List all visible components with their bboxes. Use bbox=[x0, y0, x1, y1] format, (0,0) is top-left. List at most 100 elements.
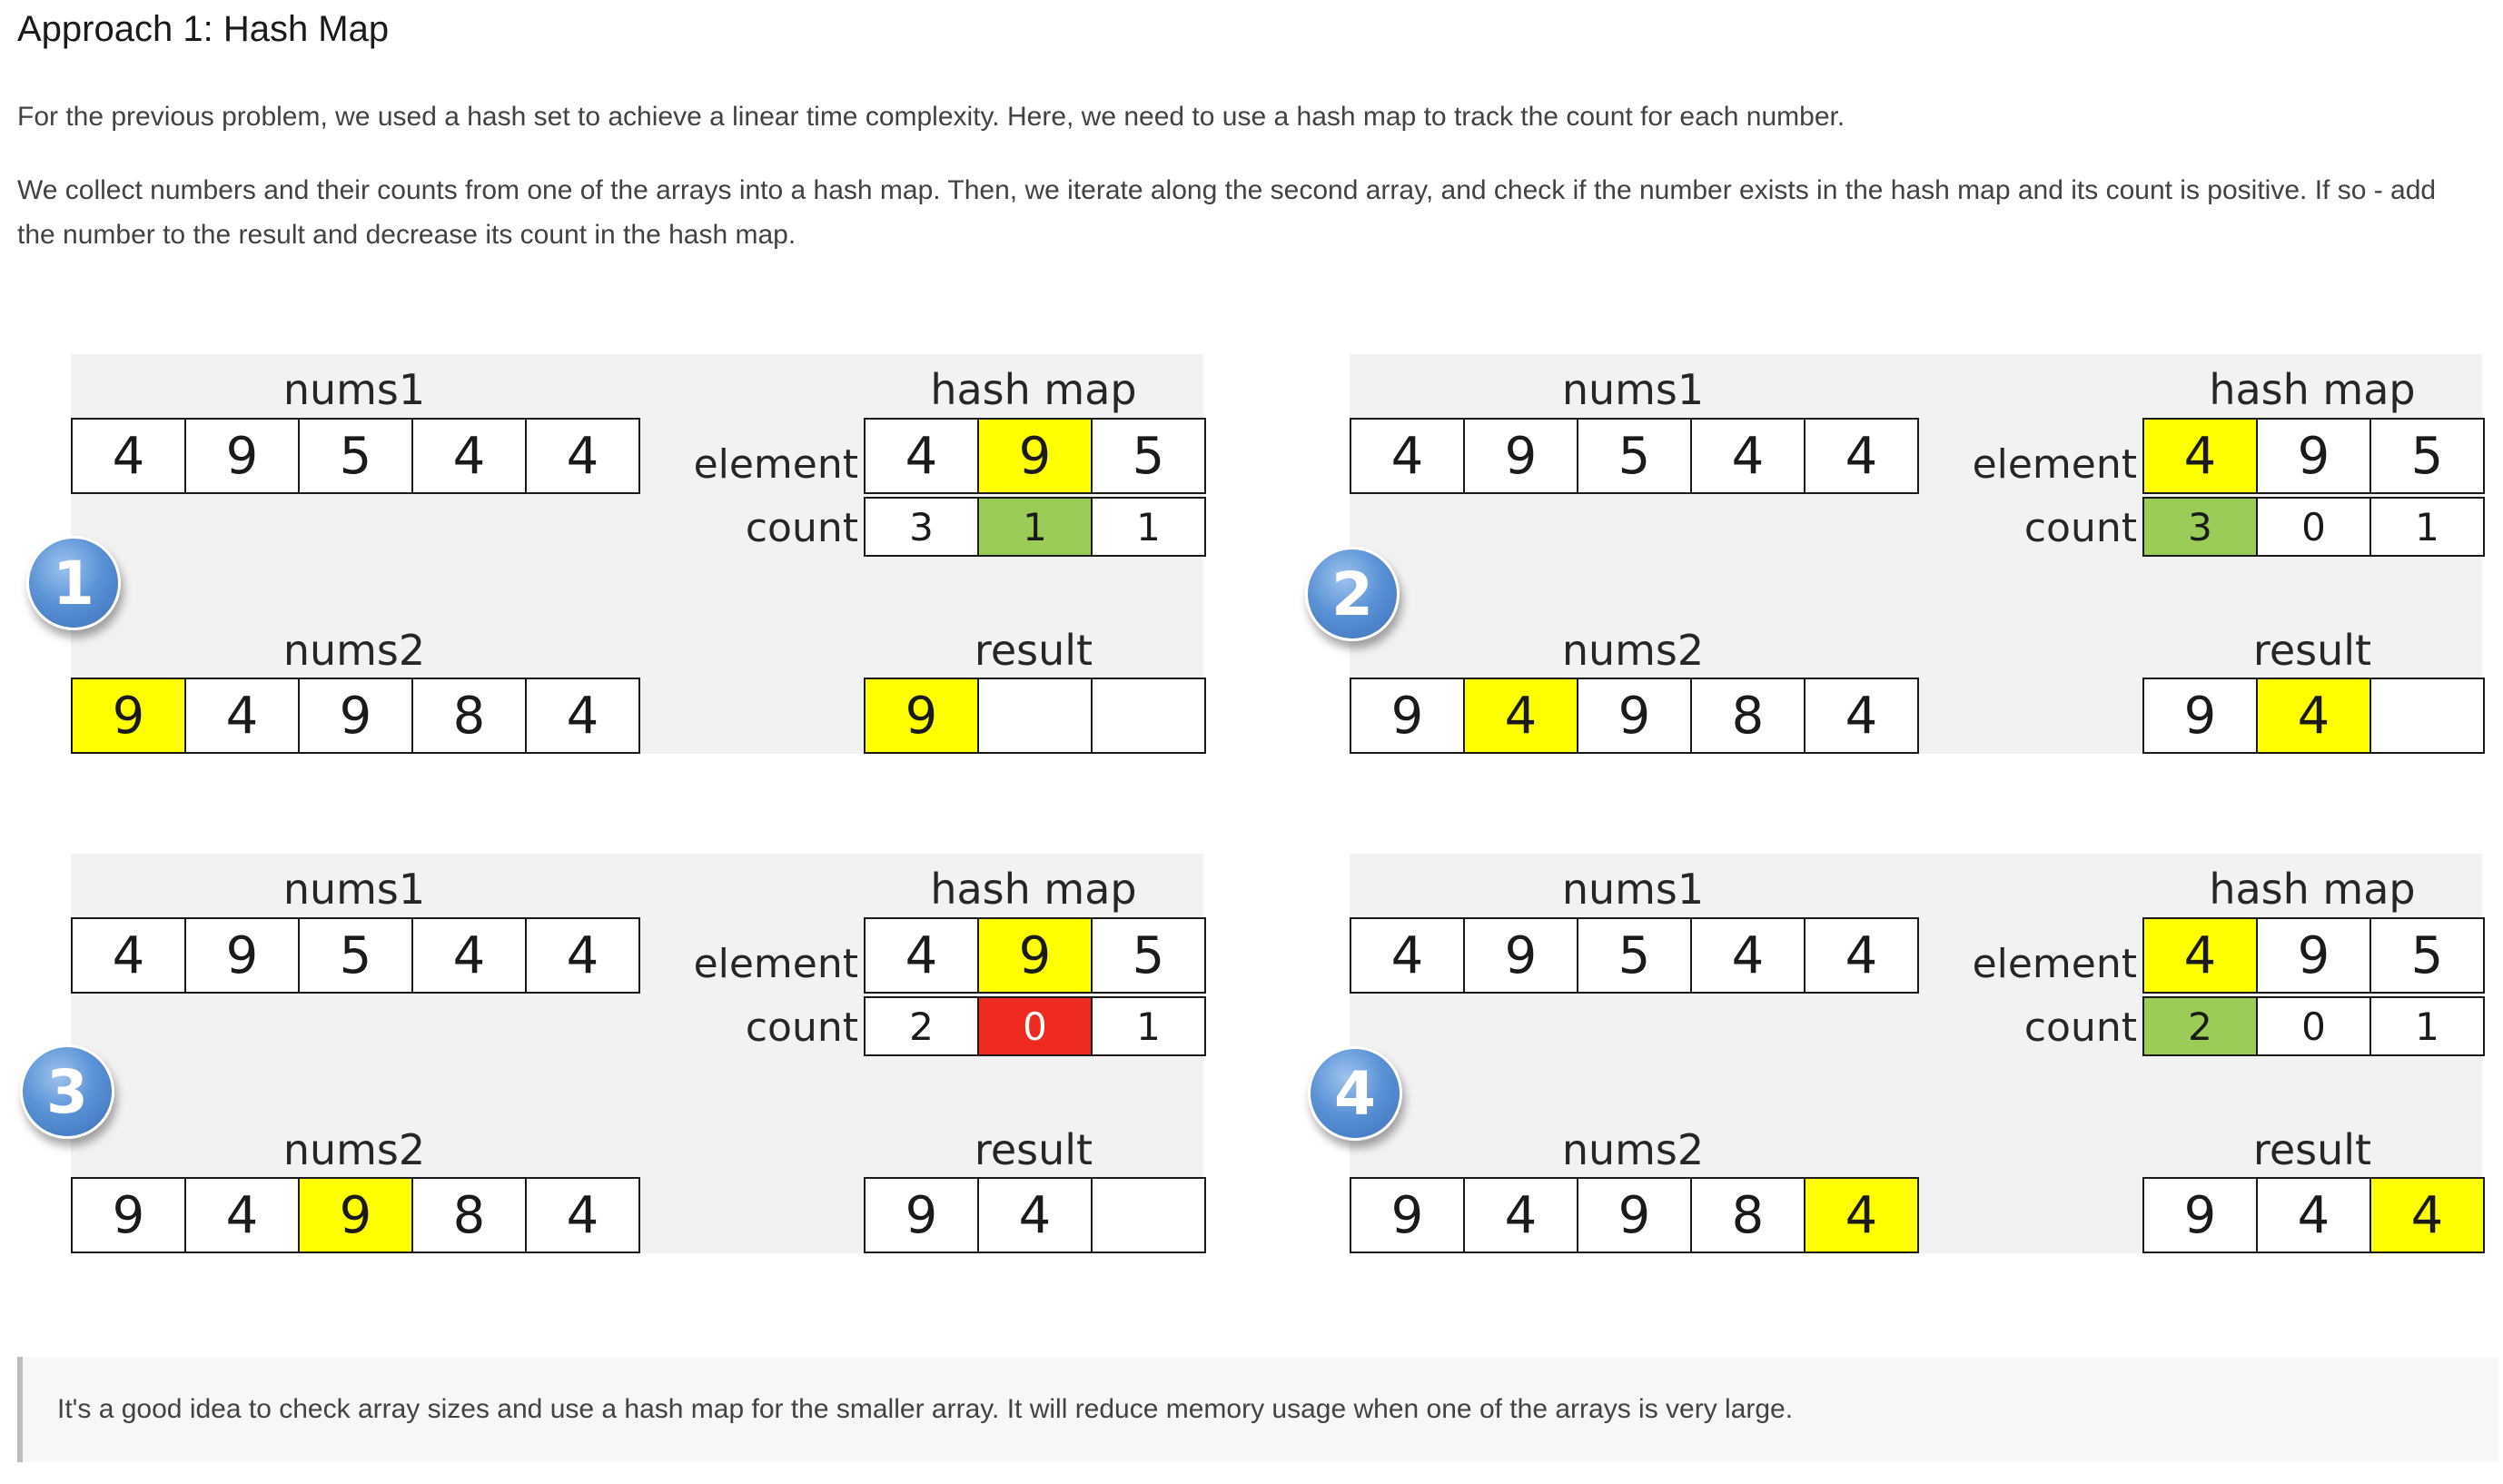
result-array-cell bbox=[1093, 1179, 1206, 1253]
nums2-array-cell: 8 bbox=[413, 1179, 527, 1253]
hash-map-counts-cell: 1 bbox=[1093, 499, 1206, 557]
result-array-cell bbox=[1093, 679, 1206, 754]
nums2-array-cell: 9 bbox=[1351, 1179, 1465, 1253]
result-array-cell: 4 bbox=[2371, 1179, 2485, 1253]
count-row-label: count bbox=[745, 1004, 858, 1051]
nums2-array-cell: 9 bbox=[1351, 679, 1465, 754]
hash-map-counts-cell: 3 bbox=[2144, 499, 2258, 557]
element-row-label: element bbox=[1972, 941, 2137, 987]
hash-map-label: hash map bbox=[930, 865, 1137, 914]
hash-map-elements-cell: 4 bbox=[2144, 420, 2258, 494]
nums1-array-cell: 5 bbox=[1578, 919, 1692, 994]
result-array-cell: 9 bbox=[2144, 1179, 2258, 1253]
nums1-label: nums1 bbox=[1561, 865, 1705, 914]
nums2-array-cell: 4 bbox=[1465, 1179, 1578, 1253]
nums2-array-cell: 9 bbox=[300, 679, 413, 754]
nums1-array-cell: 4 bbox=[73, 420, 186, 494]
nums1-array-cell: 4 bbox=[1351, 919, 1465, 994]
hash-map-elements-cell: 4 bbox=[866, 420, 979, 494]
step-number-badge: 4 bbox=[1308, 1046, 1402, 1141]
nums1-array-cell: 4 bbox=[527, 420, 640, 494]
nums2-array-cell: 4 bbox=[186, 1179, 300, 1253]
nums2-array-cell: 4 bbox=[1465, 679, 1578, 754]
nums1-array-cell: 4 bbox=[73, 919, 186, 994]
nums1-label: nums1 bbox=[282, 365, 426, 414]
nums1-array-cell: 9 bbox=[1465, 420, 1578, 494]
nums1-array-cell: 5 bbox=[300, 919, 413, 994]
nums1-label: nums1 bbox=[282, 865, 426, 914]
nums1-array-cell: 9 bbox=[186, 420, 300, 494]
hash-map-counts-cell: 1 bbox=[2371, 998, 2485, 1056]
nums2-label: nums2 bbox=[1561, 626, 1705, 675]
hash-map-label: hash map bbox=[2209, 865, 2416, 914]
nums1-array-cell: 5 bbox=[300, 420, 413, 494]
result-array-cell: 9 bbox=[866, 679, 979, 754]
tip-note-text: It's a good idea to check array sizes an… bbox=[57, 1394, 1794, 1424]
nums2-label: nums2 bbox=[1561, 1125, 1705, 1174]
intro-paragraph: For the previous problem, we used a hash… bbox=[17, 102, 1845, 132]
nums1-array-cell: 9 bbox=[186, 919, 300, 994]
hash-map-elements-cell: 9 bbox=[979, 420, 1093, 494]
hash-map-elements-cell: 9 bbox=[2258, 420, 2371, 494]
element-row-label: element bbox=[693, 441, 858, 488]
nums1-array-cell: 4 bbox=[1351, 420, 1465, 494]
count-row-label: count bbox=[2023, 505, 2137, 551]
hash-map-counts-cell: 1 bbox=[979, 499, 1093, 557]
nums2-array-cell: 9 bbox=[1578, 679, 1692, 754]
nums1-array-cell: 4 bbox=[1692, 420, 1806, 494]
nums2-array-cell: 9 bbox=[73, 1179, 186, 1253]
nums1-array-cell: 4 bbox=[1806, 420, 1919, 494]
nums2-array-cell: 9 bbox=[1578, 1179, 1692, 1253]
nums2-array-cell: 9 bbox=[300, 1179, 413, 1253]
nums2-array-cell: 9 bbox=[73, 679, 186, 754]
hash-map-counts-cell: 0 bbox=[2258, 499, 2371, 557]
hash-map-counts-cell: 2 bbox=[866, 998, 979, 1056]
count-row-label: count bbox=[2023, 1004, 2137, 1051]
result-array-cell: 9 bbox=[866, 1179, 979, 1253]
nums2-array-cell: 8 bbox=[1692, 679, 1806, 754]
hash-map-elements-cell: 9 bbox=[979, 919, 1093, 994]
nums2-array-cell: 8 bbox=[413, 679, 527, 754]
step-number-badge: 3 bbox=[20, 1044, 114, 1139]
result-array: 9 bbox=[864, 678, 1206, 754]
element-row-label: element bbox=[693, 941, 858, 987]
hash-map-elements-cell: 9 bbox=[2258, 919, 2371, 994]
step-number-badge: 2 bbox=[1305, 547, 1400, 641]
nums1-array-cell: 5 bbox=[1578, 420, 1692, 494]
nums1-array-cell: 4 bbox=[1692, 919, 1806, 994]
hash-map-elements-cell: 5 bbox=[1093, 919, 1206, 994]
result-array-cell: 4 bbox=[2258, 1179, 2371, 1253]
tip-note: It's a good idea to check array sizes an… bbox=[17, 1357, 2498, 1462]
result-array-cell bbox=[979, 679, 1093, 754]
nums2-label: nums2 bbox=[282, 626, 426, 675]
hash-map-counts-cell: 3 bbox=[866, 499, 979, 557]
nums2-array-cell: 4 bbox=[186, 679, 300, 754]
count-row-label: count bbox=[745, 505, 858, 551]
result-label: result bbox=[974, 1125, 1093, 1174]
hash-map-label: hash map bbox=[2209, 365, 2416, 414]
element-row-label: element bbox=[1972, 441, 2137, 488]
nums2-array-cell: 4 bbox=[527, 1179, 640, 1253]
hash-map-label: hash map bbox=[930, 365, 1137, 414]
nums1-array-cell: 4 bbox=[413, 420, 527, 494]
result-label: result bbox=[2252, 1125, 2372, 1174]
nums2-array-cell: 4 bbox=[527, 679, 640, 754]
nums1-label: nums1 bbox=[1561, 365, 1705, 414]
hash-map-elements-cell: 5 bbox=[2371, 919, 2485, 994]
hash-map-elements-cell: 4 bbox=[866, 919, 979, 994]
result-label: result bbox=[2252, 626, 2372, 675]
